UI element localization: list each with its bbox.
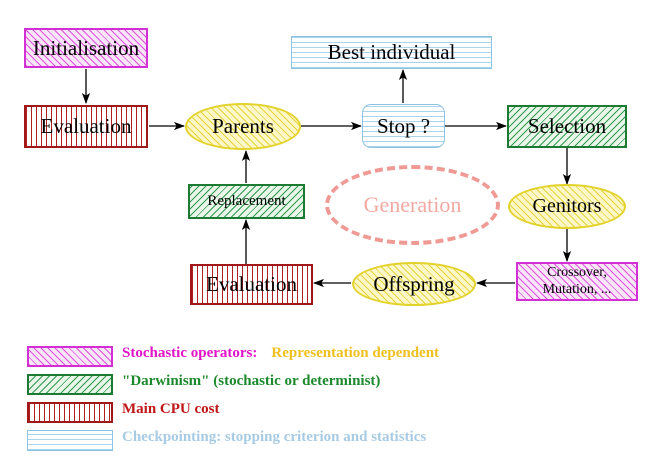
node-offspring[interactable]: Offspring bbox=[352, 262, 476, 306]
node-crossover-line2: Mutation, ... bbox=[542, 281, 612, 297]
legend-text-stochastic: Stochastic operators: bbox=[122, 345, 258, 361]
node-selection-label: Selection bbox=[527, 114, 607, 139]
node-best-individual[interactable]: Best individual bbox=[291, 36, 492, 69]
legend-swatch-red-vertical bbox=[27, 402, 113, 423]
node-evaluation-top[interactable]: Evaluation bbox=[24, 105, 148, 148]
legend-text-representation: Representation dependent bbox=[271, 345, 440, 361]
node-crossover-mutation[interactable]: Crossover, Mutation, ... bbox=[516, 262, 638, 301]
node-offspring-label: Offspring bbox=[373, 271, 455, 296]
node-evaluation-top-label: Evaluation bbox=[40, 114, 132, 139]
node-stop[interactable]: Stop ? bbox=[362, 104, 445, 148]
legend-label-stochastic: Stochastic operators: Representation depe… bbox=[122, 345, 439, 362]
node-initialisation-label: Initialisation bbox=[32, 35, 140, 60]
node-evaluation-bottom-label: Evaluation bbox=[206, 272, 297, 297]
node-evaluation-bottom[interactable]: Evaluation bbox=[190, 264, 313, 305]
legend-label-darwinism: "Darwinism" (stochastic or determinist) bbox=[122, 373, 381, 389]
node-best-individual-label: Best individual bbox=[327, 40, 456, 65]
legend-label-checkpointing: Checkpointing: stopping criterion and st… bbox=[122, 429, 427, 445]
node-crossover-line1: Crossover, bbox=[547, 264, 607, 280]
node-genitors[interactable]: Genitors bbox=[508, 184, 626, 229]
legend-swatch-green-hatch bbox=[27, 374, 113, 395]
node-generation: Generation bbox=[325, 165, 500, 245]
node-genitors-label: Genitors bbox=[532, 195, 602, 217]
node-initialisation[interactable]: Initialisation bbox=[24, 28, 148, 68]
node-parents-label: Parents bbox=[212, 114, 274, 139]
legend-swatch-magenta-hatch bbox=[27, 346, 113, 367]
node-selection[interactable]: Selection bbox=[507, 105, 627, 148]
node-replacement[interactable]: Replacement bbox=[188, 184, 305, 219]
node-parents[interactable]: Parents bbox=[185, 103, 301, 150]
node-replacement-label: Replacement bbox=[207, 192, 286, 209]
node-stop-label: Stop ? bbox=[376, 113, 431, 138]
legend-label-cpu-cost: Main CPU cost bbox=[122, 401, 220, 417]
legend-swatch-blue-horizontal bbox=[27, 430, 113, 451]
node-generation-label: Generation bbox=[363, 192, 462, 217]
